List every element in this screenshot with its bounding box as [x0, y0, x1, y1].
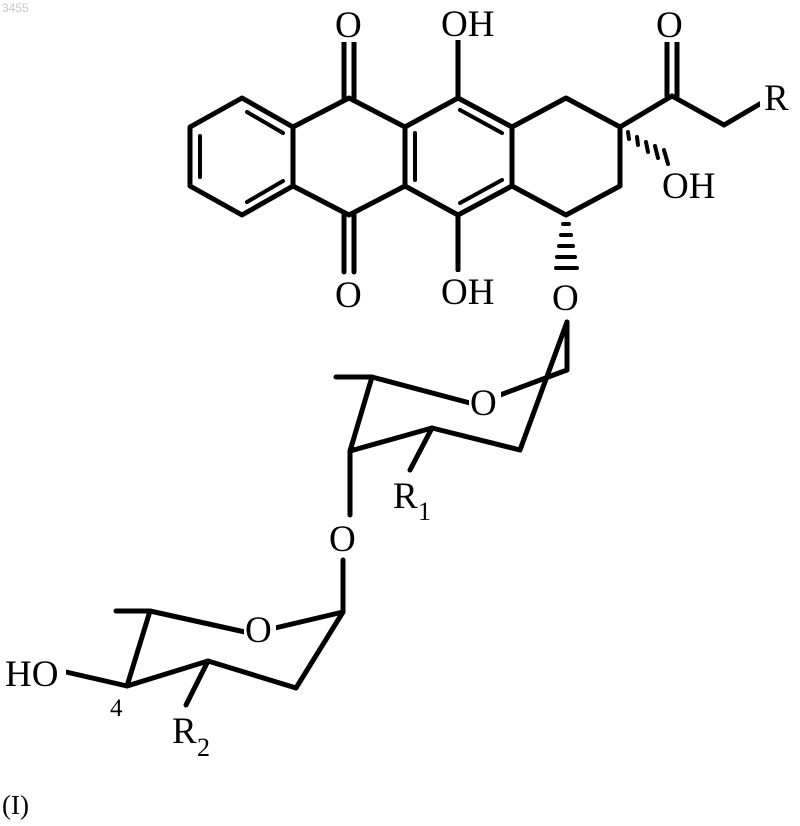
- side-chain-bond-2: [672, 96, 724, 125]
- r1-subscript: 1: [418, 497, 431, 526]
- r2-subscript: 2: [197, 733, 210, 762]
- ring-d-cyclohexane: [512, 98, 620, 215]
- sugar2-ring: [127, 560, 343, 688]
- hydroxyl-bottom: OH: [441, 272, 494, 313]
- sugar1-ring-oxygen: O: [470, 383, 497, 424]
- hydroxyl-top: OH: [441, 4, 494, 45]
- stereo-bonds: [556, 132, 668, 268]
- ring-b-quinone: [293, 98, 405, 215]
- ring-a-inner-bond-1: [247, 112, 283, 133]
- hydroxyl-ho: HO: [5, 654, 58, 695]
- ring-c-aromatic: [405, 98, 512, 215]
- ring-c-inner-bond-3: [460, 180, 502, 203]
- r2-substituent: R: [172, 711, 197, 752]
- r-group: R: [764, 78, 789, 119]
- compound-label: (I): [2, 790, 29, 820]
- position-4-label: 4: [110, 695, 123, 722]
- ketone-oxygen: O: [656, 5, 683, 46]
- side-chain-bond-1: [620, 96, 672, 127]
- bond-skeleton: [66, 38, 770, 705]
- hashed-wedge-c9-oh: [628, 132, 668, 164]
- hydroxyl-c9: OH: [662, 166, 715, 207]
- hashed-wedge-c7-o: [556, 224, 577, 268]
- quinone-oxygen-top: O: [335, 5, 362, 46]
- r1-substituent: R: [393, 476, 418, 517]
- sugar2-ho-bond: [66, 672, 127, 686]
- sugar1-ring: [350, 322, 567, 451]
- watermark: 3455: [2, 1, 29, 15]
- ring-a-inner-bond-2: [247, 181, 283, 202]
- ring-c-inner-bond-2: [460, 110, 502, 133]
- sugar2-ring-oxygen: O: [245, 610, 272, 651]
- sugar1-ring-closure: [500, 370, 567, 395]
- glycosidic-oxygen-2: O: [329, 519, 356, 560]
- glycosidic-oxygen-1: O: [552, 278, 579, 319]
- quinone-oxygen-bottom: O: [335, 275, 362, 316]
- ring-a-benzene: [190, 98, 293, 215]
